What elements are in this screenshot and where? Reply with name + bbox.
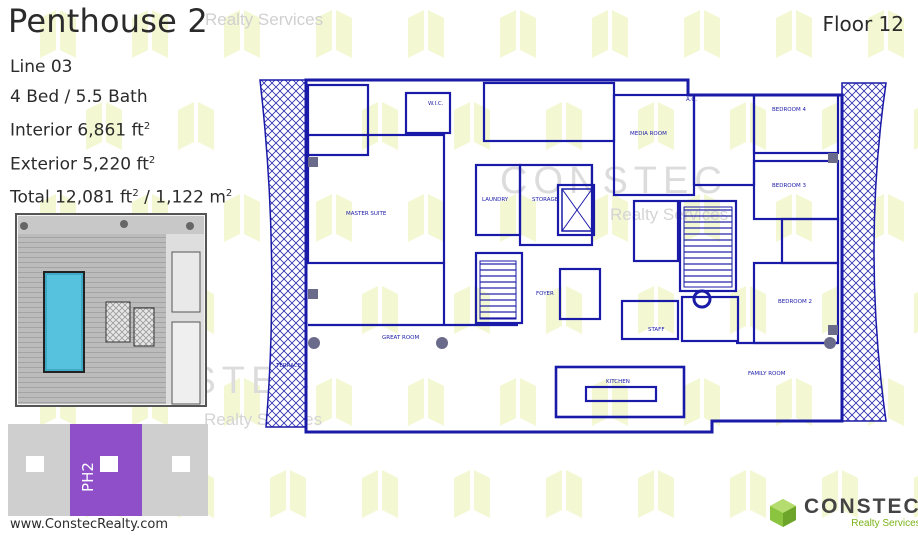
room-label-foyer: FOYER — [536, 291, 554, 297]
watermark-tile — [362, 470, 398, 518]
watermark-tile — [408, 194, 444, 242]
stack-window — [26, 456, 44, 472]
spec-total: Total 12,081 ft2 / 1,122 m2 — [10, 179, 232, 213]
watermark-tile — [776, 378, 812, 426]
watermark-tile — [316, 194, 352, 242]
room-label-wic: W.I.C. — [428, 101, 444, 107]
room-label-kitchen: KITCHEN — [606, 379, 630, 385]
watermark-tile — [500, 10, 536, 58]
watermark-tile — [592, 10, 628, 58]
watermark-tile — [914, 108, 918, 150]
watermark-tile — [316, 10, 352, 58]
watermark-tile — [362, 286, 398, 334]
watermark-tile — [408, 378, 444, 426]
watermark-tile — [316, 378, 352, 426]
title-brand-watermark: Realty Services — [205, 10, 324, 29]
spec-line: Line 03 — [10, 57, 73, 77]
room-label-family-room: FAMILY ROOM — [748, 371, 786, 377]
watermark-tile — [178, 102, 214, 150]
unit-specs: Line 03 4 Bed / 5.5 Bath Interior 6,861 … — [10, 52, 232, 213]
stack-window — [172, 456, 190, 472]
room-label-bedroom-4: BEDROOM 4 — [772, 107, 806, 113]
watermark-tile — [362, 102, 398, 150]
watermark-tile — [638, 286, 674, 334]
stack-unit-label: PH2 — [79, 462, 97, 492]
watermark-tile — [500, 194, 536, 242]
room-label-bedroom-3: BEDROOM 3 — [772, 183, 806, 189]
watermark-tile — [638, 102, 674, 150]
watermark-tile — [776, 10, 812, 58]
constec-logo-icon — [770, 499, 796, 527]
room-label-bedroom-2: BEDROOM 2 — [778, 299, 812, 305]
building-stack-diagram — [8, 424, 208, 516]
watermark-tile — [638, 470, 674, 518]
watermark-tile — [546, 470, 582, 518]
watermark-tile — [40, 10, 76, 58]
spec-total-text: Total 12,081 ft — [10, 187, 133, 208]
watermark-tile — [454, 470, 490, 518]
watermark-tile — [224, 194, 260, 242]
watermark-tile — [224, 378, 260, 426]
room-label-staff: STAFF — [648, 327, 665, 333]
spec-total-metric: / 1,122 m — [138, 187, 226, 208]
watermark-tile — [86, 102, 122, 150]
key-plan-thumbnail — [15, 213, 207, 407]
watermark-tile — [822, 470, 858, 518]
floor-plan-drawing: MASTER SUITE MEDIA ROOM BEDROOM 4 BEDROO… — [259, 78, 887, 434]
watermark-tile — [132, 10, 168, 58]
website-link[interactable]: www.ConstecRealty.com — [10, 517, 168, 532]
room-label-storage: STORAGE — [532, 197, 559, 203]
spec-bed-bath: 4 Bed / 5.5 Bath — [10, 87, 148, 107]
spec-exterior-text: Exterior 5,220 ft — [10, 154, 149, 175]
watermark-tile — [454, 102, 490, 150]
room-label-media-room: MEDIA ROOM — [630, 131, 667, 137]
spec-interior-sup: 2 — [143, 121, 151, 132]
watermark-tile — [224, 10, 260, 58]
watermark-tile — [270, 470, 306, 518]
room-label-terrace: TERRACE — [275, 363, 302, 369]
watermark-tile — [684, 10, 720, 58]
spec-exterior-sup: 2 — [148, 154, 156, 166]
watermark-tile — [914, 476, 918, 518]
watermark-tile — [546, 286, 582, 334]
constec-logo: CONSTEC Realty Services — [768, 496, 918, 530]
page-title: Penthouse 2 — [8, 2, 208, 40]
watermark-tile — [914, 292, 918, 334]
watermark-tile — [730, 470, 766, 518]
floor-label: Floor 12 — [822, 12, 904, 36]
spec-interior: Interior 6,861 ft2 — [10, 112, 232, 146]
watermark-tile — [592, 194, 628, 242]
watermark-tile — [868, 10, 904, 58]
room-label-laundry: LAUNDRY — [482, 197, 509, 203]
watermark-tile — [408, 10, 444, 58]
watermark-tile — [500, 378, 536, 426]
spec-total-metric-sup: 2 — [225, 188, 233, 200]
room-label-ac: A.C. — [686, 97, 697, 103]
spec-total-sup: 2 — [132, 188, 139, 200]
logo-name: CONSTEC — [804, 495, 918, 518]
room-label-master-suite: MASTER SUITE — [346, 211, 387, 217]
spec-exterior: Exterior 5,220 ft2 — [10, 146, 232, 180]
stack-window — [100, 456, 118, 472]
watermark-tile — [546, 102, 582, 150]
logo-subtitle: Realty Services — [851, 518, 918, 529]
watermark-tile — [684, 378, 720, 426]
spec-interior-text: Interior 6,861 ft — [10, 120, 144, 141]
room-label-great-room: GREAT ROOM — [382, 335, 419, 341]
